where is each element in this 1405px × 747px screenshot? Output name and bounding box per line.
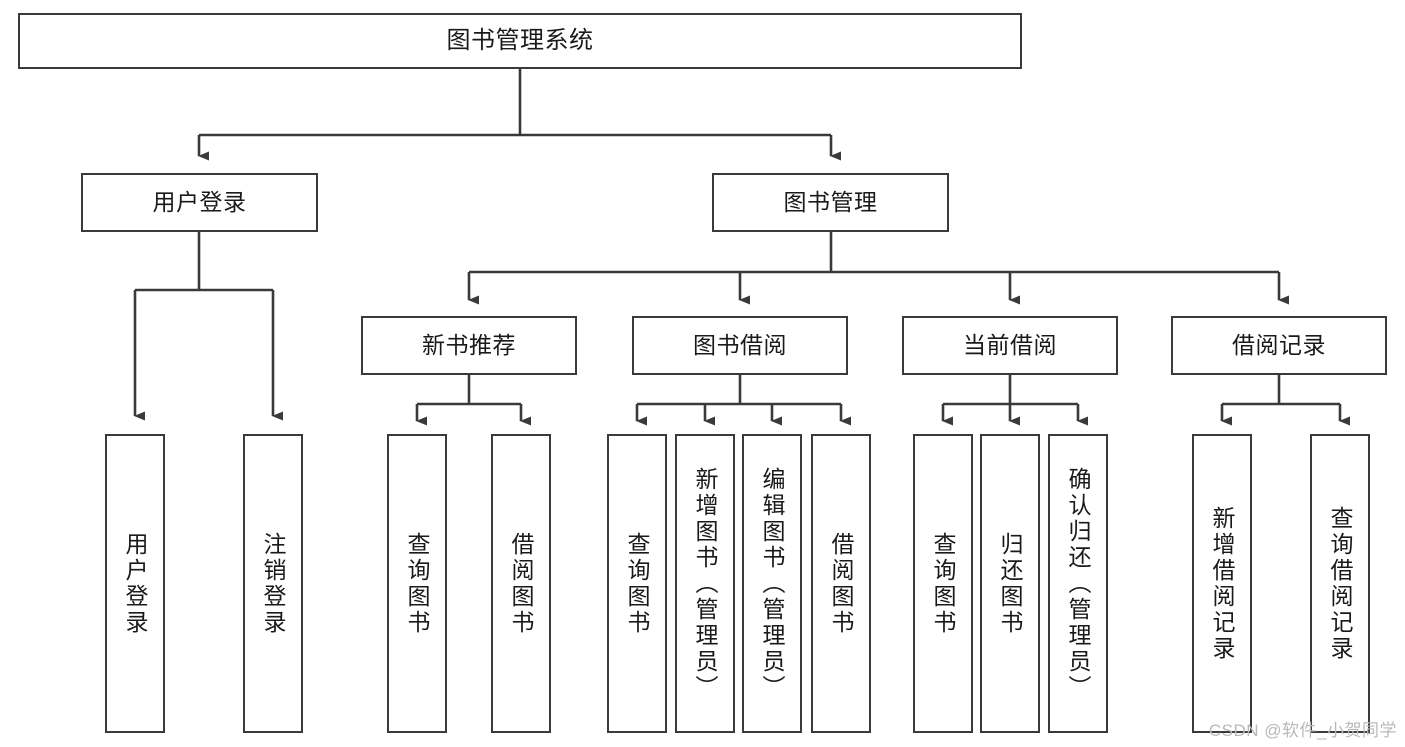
leaf-user-login-logout[interactable]: 注销登录 [243,434,303,733]
node-label: 查询图书 [624,531,651,636]
node-current-borrow[interactable]: 当前借阅 [902,316,1118,375]
node-book-management[interactable]: 图书管理 [712,173,949,232]
node-new-book-recommend[interactable]: 新书推荐 [361,316,577,375]
leaf-borrow-borrow-book[interactable]: 借阅图书 [811,434,871,733]
node-label: 用户登录 [122,531,149,636]
node-label: 图书管理 [783,188,878,215]
node-label: 查询图书 [404,531,431,636]
leaf-current-return-book[interactable]: 归还图书 [980,434,1040,733]
node-user-login[interactable]: 用户登录 [81,173,318,232]
node-label: 借阅图书 [508,531,535,636]
csdn-watermark: CSDN @软件_小贺同学 [1208,721,1397,740]
node-label: 新增图书（管理员） [692,466,719,701]
leaf-record-add-record[interactable]: 新增借阅记录 [1192,434,1252,733]
node-label: 查询借阅记录 [1327,505,1354,662]
node-label: 图书借阅 [693,331,787,358]
leaf-record-query-record[interactable]: 查询借阅记录 [1310,434,1370,733]
leaf-user-login-login[interactable]: 用户登录 [105,434,165,733]
node-root-book-management-system[interactable]: 图书管理系统 [18,13,1022,69]
node-label: 查询图书 [930,531,957,636]
leaf-borrow-edit-book-admin[interactable]: 编辑图书（管理员） [742,434,802,733]
node-label: 注销登录 [260,531,287,636]
leaf-borrow-add-book-admin[interactable]: 新增图书（管理员） [675,434,735,733]
node-label: 借阅图书 [828,531,855,636]
node-label: 图书管理系统 [446,26,594,54]
node-label: 归还图书 [997,531,1024,636]
node-label: 借阅记录 [1232,331,1326,358]
leaf-current-confirm-return-admin[interactable]: 确认归还（管理员） [1048,434,1108,733]
node-label: 新增借阅记录 [1209,505,1236,662]
leaf-new-book-borrow-book[interactable]: 借阅图书 [491,434,551,733]
node-book-borrow[interactable]: 图书借阅 [632,316,848,375]
node-label: 当前借阅 [963,331,1057,358]
leaf-new-book-query-book[interactable]: 查询图书 [387,434,447,733]
node-label: 确认归还（管理员） [1065,466,1092,701]
node-label: 用户登录 [152,188,247,215]
node-label: 新书推荐 [422,331,516,358]
node-label: 编辑图书（管理员） [759,466,786,701]
node-borrow-record[interactable]: 借阅记录 [1171,316,1387,375]
leaf-borrow-query-book[interactable]: 查询图书 [607,434,667,733]
leaf-current-query-book[interactable]: 查询图书 [913,434,973,733]
